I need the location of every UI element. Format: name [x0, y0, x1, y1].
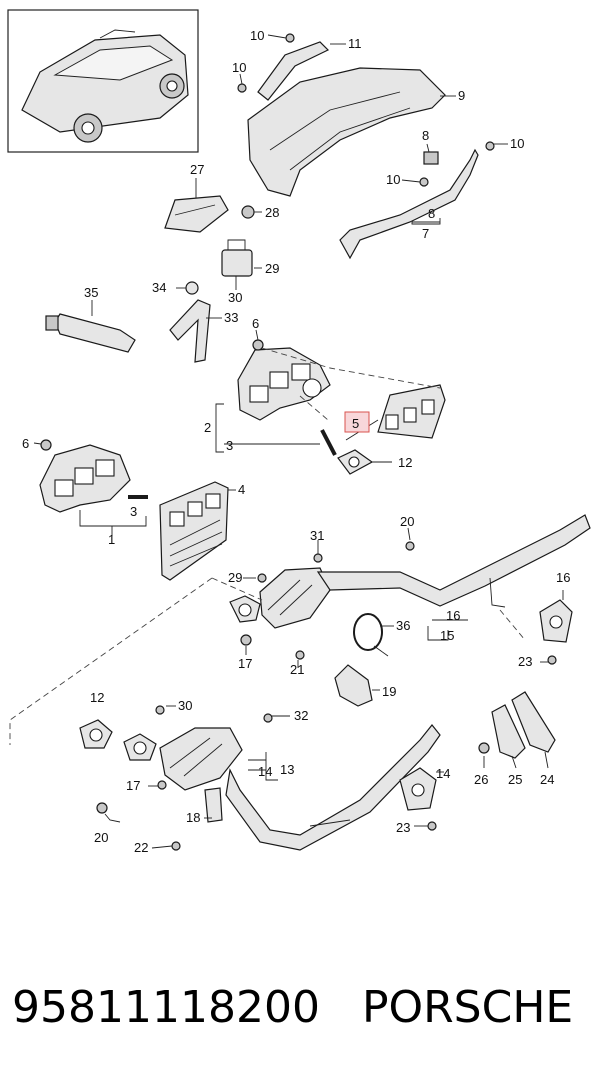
- manifold-gasket-4: [159, 481, 229, 581]
- callout-13: 13: [280, 762, 294, 777]
- callout-17: 17: [238, 656, 252, 671]
- clip-8: [423, 151, 439, 165]
- catalytic-converter-right: [259, 567, 331, 629]
- callout-3: 3: [226, 438, 233, 453]
- callout-6: 6: [252, 316, 259, 331]
- callout-22: 22: [134, 840, 148, 855]
- callout-10: 10: [386, 172, 400, 187]
- callout-35: 35: [84, 285, 98, 300]
- callout-10: 10: [250, 28, 264, 43]
- exhaust-system-diagram: 10 11 10 9 8 10 10 8 7 27 28 29 30 35 34…: [7, 9, 591, 855]
- callout-20: 20: [94, 830, 108, 845]
- callout-1: 1: [108, 532, 115, 547]
- callout-32: 32: [294, 708, 308, 723]
- callout-21: 21: [290, 662, 304, 677]
- bracket-18: [204, 787, 223, 823]
- callout-17: 17: [126, 778, 140, 793]
- callout-28: 28: [265, 205, 279, 220]
- callout-16: 16: [446, 608, 460, 623]
- vehicle-thumbnail: [7, 9, 199, 153]
- pipe-hanger: [489, 577, 506, 608]
- callout-8: 8: [428, 206, 435, 221]
- callout-30: 30: [228, 290, 242, 305]
- callout-14: 14: [258, 764, 272, 779]
- callout-23: 23: [518, 654, 532, 669]
- callout-12: 12: [90, 690, 104, 705]
- bracket-33: [169, 299, 211, 363]
- callout-9: 9: [458, 88, 465, 103]
- plug-29: [221, 249, 253, 277]
- highlight-box: [344, 411, 370, 433]
- callout-25: 25: [508, 772, 522, 787]
- bracket-11: [257, 41, 330, 101]
- brand-name: PORSCHE: [361, 981, 574, 1033]
- callout-23: 23: [396, 820, 410, 835]
- rubber-mount-16: [539, 599, 573, 643]
- intermediate-pipe-left: [225, 724, 441, 851]
- callout-8: 8: [422, 128, 429, 143]
- callout-20: 20: [400, 514, 414, 529]
- callout-7: 7: [422, 226, 429, 241]
- part-number: 95811118200: [12, 981, 320, 1033]
- callout-29: 29: [265, 261, 279, 276]
- nut-28: [241, 205, 255, 219]
- catalytic-converter-left: [159, 727, 243, 791]
- washer-34: [185, 281, 199, 295]
- sealing-paste-tube: [45, 313, 136, 353]
- footer: 95811118200 PORSCHE: [12, 972, 592, 1042]
- heat-shield-24: [511, 691, 556, 753]
- callout-12: 12: [398, 455, 412, 470]
- callout-26: 26: [474, 772, 488, 787]
- heat-shield-25: [491, 704, 526, 759]
- callout-2: 2: [204, 420, 211, 435]
- exhaust-manifold-right: [237, 347, 331, 421]
- callout-6: 6: [22, 436, 29, 451]
- manifold-gasket-5: [377, 384, 446, 439]
- callout-labels: 10 11 10 9 8 10 10 8 7 27 28 29 30 35 34…: [22, 28, 570, 855]
- bracket-7: [339, 148, 479, 260]
- clamp-36: [353, 613, 389, 657]
- callout-5: 5: [352, 416, 359, 431]
- intermediate-pipe-right: [316, 514, 591, 607]
- callout-31: 31: [310, 528, 324, 543]
- heat-shield: [247, 67, 446, 197]
- callout-3: 3: [130, 504, 137, 519]
- callout-36: 36: [396, 618, 410, 633]
- callout-30: 30: [178, 698, 192, 713]
- callout-27: 27: [190, 162, 204, 177]
- callout-33: 33: [224, 310, 238, 325]
- callout-4: 4: [238, 482, 245, 497]
- exhaust-manifold-left: [39, 444, 131, 513]
- callout-18: 18: [186, 810, 200, 825]
- bracket-19: [334, 664, 373, 707]
- leader-lines: [33, 34, 564, 849]
- callout-11: 11: [348, 36, 362, 51]
- callout-24: 24: [540, 772, 554, 787]
- callout-10: 10: [232, 60, 246, 75]
- pipe-hanger-left: [309, 819, 351, 827]
- callout-15: 15: [440, 628, 454, 643]
- connector-bracket-27: [164, 195, 229, 233]
- stud-3: [320, 429, 337, 456]
- callout-29: 29: [228, 570, 242, 585]
- callout-10: 10: [510, 136, 524, 151]
- rubber-mount-14: [399, 767, 437, 811]
- callout-16: 16: [556, 570, 570, 585]
- callout-14: 14: [436, 766, 450, 781]
- callout-34: 34: [152, 280, 166, 295]
- callout-19: 19: [382, 684, 396, 699]
